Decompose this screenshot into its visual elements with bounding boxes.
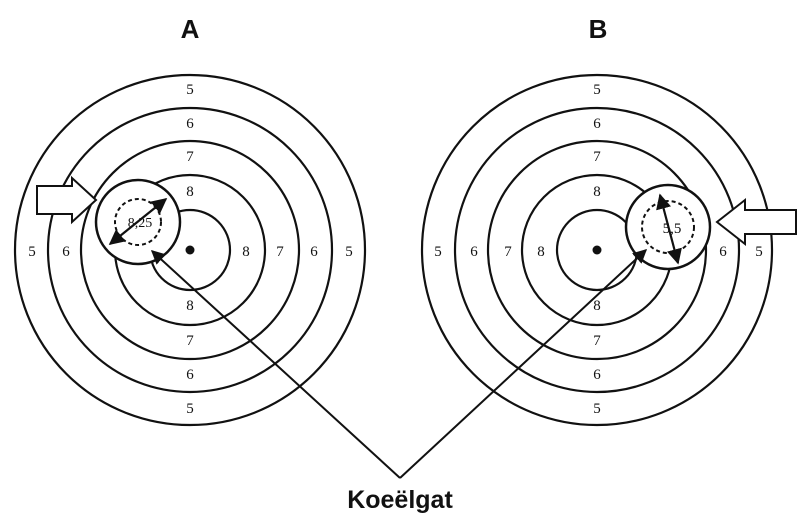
target-a-label-top-6: 6 — [186, 116, 194, 132]
target-a-ring-7 — [79, 139, 301, 361]
target-b-label-bottom-5: 5 — [593, 401, 601, 417]
target-b-rings — [420, 73, 774, 427]
caption-bullet-hole: Koeëlgat — [347, 486, 453, 514]
target-a-title: A — [181, 14, 200, 44]
target-a-ring-6 — [46, 106, 334, 394]
target-a-hole-diameter-arrow — [108, 198, 168, 245]
target-b-label-left-6: 6 — [470, 244, 478, 260]
target-b-center-dot — [592, 245, 602, 255]
leader-line-b — [399, 249, 648, 479]
target-b-label-top-8: 8 — [593, 184, 601, 200]
target-a-label-left-5: 5 — [28, 244, 36, 260]
target-b-label-left-8: 8 — [537, 244, 545, 260]
target-a-label-top-7: 7 — [186, 149, 194, 165]
target-b-label-bottom-7: 7 — [593, 333, 601, 349]
caption-leader-lines — [150, 249, 648, 479]
target-a-label-bottom-7: 7 — [186, 333, 194, 349]
target-b-bullet-hole: 5,5 — [624, 183, 712, 271]
target-a: 5 6 7 8 8 7 6 5 5 6 8 7 6 5 8,25 — [13, 73, 367, 427]
target-b-ring-6 — [453, 106, 741, 394]
target-b-label-left-5: 5 — [434, 244, 442, 260]
target-b-label-right-5: 5 — [755, 244, 763, 260]
target-a-label-right-5: 5 — [345, 244, 353, 260]
target-a-pointer-arrow — [36, 175, 98, 225]
leader-line-a — [150, 250, 401, 479]
target-b-label-left-7: 7 — [504, 244, 512, 260]
target-b-label-bottom-8: 8 — [593, 298, 601, 314]
target-b-label-top-6: 6 — [593, 116, 601, 132]
target-a-label-top-5: 5 — [186, 82, 194, 98]
target-a-center-dot — [185, 245, 195, 255]
target-b-pointer-arrow — [715, 197, 797, 247]
target-a-label-right-7: 7 — [276, 244, 284, 260]
target-b-label-top-5: 5 — [593, 82, 601, 98]
target-a-label-right-6: 6 — [310, 244, 318, 260]
target-a-label-left-6: 6 — [62, 244, 70, 260]
target-b-title: B — [589, 14, 608, 44]
target-b-hole-value: 5,5 — [663, 221, 682, 237]
target-b: 5 6 7 8 8 7 6 5 5 6 7 8 6 5 5,5 — [420, 73, 797, 427]
target-a-hole-value: 8,25 — [128, 216, 153, 231]
target-b-hole-diameter-arrow — [656, 193, 682, 265]
target-b-label-bottom-6: 6 — [593, 367, 601, 383]
target-a-label-bottom-5: 5 — [186, 401, 194, 417]
target-a-ring-5 — [13, 73, 367, 427]
target-a-label-bottom-6: 6 — [186, 367, 194, 383]
target-b-label-right-6: 6 — [719, 244, 727, 260]
target-b-ring-5 — [420, 73, 774, 427]
target-a-label-right-8: 8 — [242, 244, 250, 260]
target-a-label-bottom-8: 8 — [186, 298, 194, 314]
target-a-label-top-8: 8 — [186, 184, 194, 200]
target-b-label-top-7: 7 — [593, 149, 601, 165]
target-b-ring-7 — [486, 139, 708, 361]
target-a-bullet-hole: 8,25 — [94, 178, 182, 266]
